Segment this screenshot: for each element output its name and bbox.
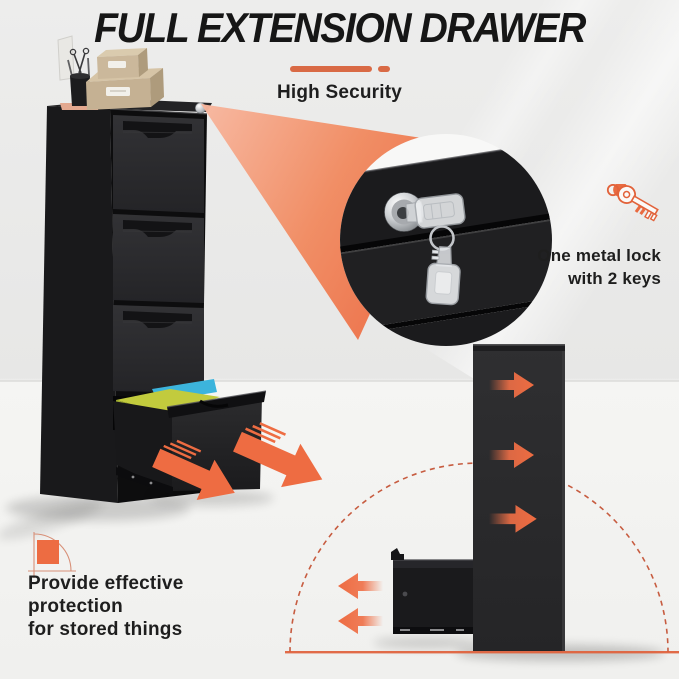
pens [67,57,90,77]
cabinet-shadow-2 [0,500,103,540]
drawer-1 [113,115,204,213]
protection-callout-line3: for stored things [28,619,183,640]
divider-bar [289,66,372,72]
drawer-handle [123,311,192,328]
file-folder-yellow [116,389,220,414]
keys-icon [606,184,659,222]
lock-callout-line2: with 2 keys [568,269,661,288]
cabinet-column [473,344,565,651]
protection-square [37,540,59,564]
divider-dot [377,66,390,72]
subtitle: High Security [276,82,403,103]
protection-callout: Provide effective protection for stored … [28,572,183,641]
extend-arrow-left-1 [338,573,383,599]
open-drawer-lip [167,391,266,418]
cabinet-front-edge [109,108,208,115]
storage-boxes [57,35,164,110]
protection-callout-line1: Provide effective [28,573,184,594]
box-label-2 [108,61,126,68]
page-title: FULL EXTENSION DRAWER [94,4,586,51]
drawer-shadow [373,637,483,649]
inserted-key [405,193,466,229]
protection-callout-line2: protection [28,596,123,617]
box-top-2 [97,48,147,57]
full-extension-diagram [285,344,679,661]
cabinet-side [40,106,118,503]
lock-callout-line1: One metal lock [537,246,661,265]
drawer-slide-rail [116,467,173,495]
box-side-2 [138,48,148,77]
extend-arrow-left-2 [338,608,383,634]
slide-rail [393,627,500,634]
box-side [150,68,164,107]
drawer-hook [391,548,404,560]
drawer-handle [123,220,192,237]
scissors-icon [73,52,86,74]
drawer-handle [123,121,192,138]
drawer-3 [113,305,204,393]
file-cabinet [0,35,274,540]
pen-cup [70,76,90,106]
baseline [285,651,679,654]
spare-key [425,246,461,306]
protection-icon [28,532,76,578]
drawer-2 [113,214,204,303]
open-drawer-shadow [150,490,274,506]
open-drawer-handle-notch [199,399,229,408]
title-divider [0,66,679,72]
lock-callout: One metal lock with 2 keys [537,244,661,290]
